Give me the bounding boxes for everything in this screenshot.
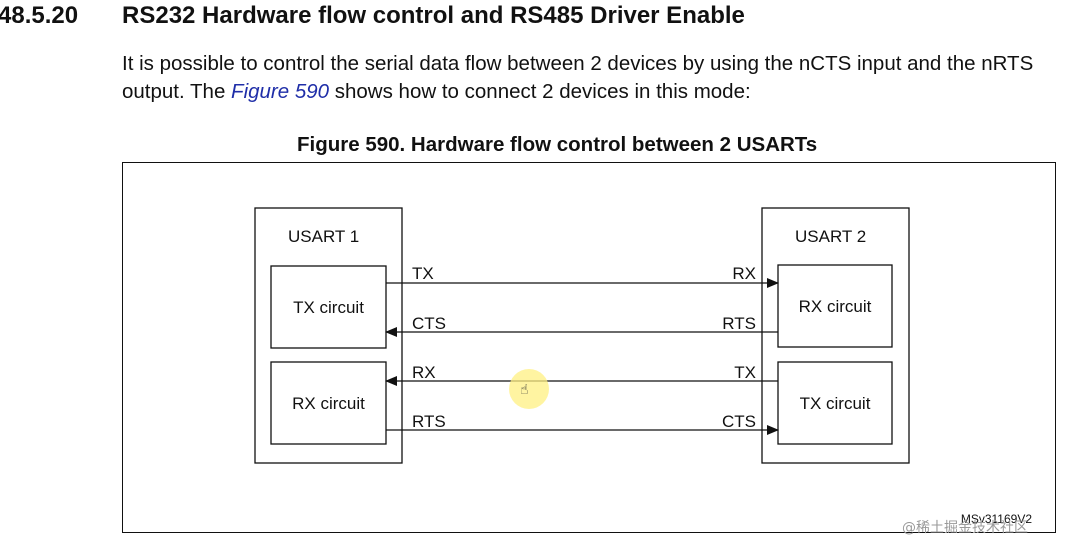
usart2-rx-circuit-box (777, 264, 893, 348)
signal-label-usart1-cts: CTS (412, 314, 446, 333)
paragraph-text-after: shows how to connect 2 devices in this m… (329, 80, 751, 103)
signal-label-usart2-tx: TX (734, 363, 756, 382)
figure-reference-link[interactable]: Figure 590 (231, 80, 330, 103)
usart1-label: USART 1 (288, 227, 359, 246)
usart2-box (761, 207, 910, 464)
figure-frame (122, 162, 1056, 533)
cursor-highlight (509, 369, 549, 409)
usart2-tx-circuit-box (777, 361, 893, 445)
usart2-tx-circuit-label: TX circuit (800, 394, 871, 413)
section-title: RS232 Hardware flow control and RS485 Dr… (122, 2, 745, 29)
usart1-tx-circuit-label: TX circuit (293, 298, 364, 317)
usart1-rx-circuit-box (270, 361, 387, 445)
signal-label-usart2-rts: RTS (722, 314, 756, 333)
usart1-rx-circuit-label: RX circuit (292, 394, 365, 413)
figure-caption: Figure 590. Hardware flow control betwee… (297, 133, 818, 156)
paragraph-text-before: It is possible to control the serial dat… (122, 52, 1034, 103)
figure-id: MSv31169V2 (961, 512, 1032, 526)
body-paragraph: It is possible to control the serial dat… (122, 50, 1072, 106)
signal-label-usart1-rts: RTS (412, 412, 446, 431)
usart1-tx-circuit-box (270, 265, 387, 349)
usart1-box (254, 207, 403, 464)
usart2-label: USART 2 (795, 227, 866, 246)
usart2-rx-circuit-label: RX circuit (799, 297, 872, 316)
signal-label-usart2-rx: RX (732, 264, 756, 283)
watermark: @稀土掘金技术社区 (902, 520, 1028, 536)
section-number: 48.5.20 (0, 2, 79, 29)
signal-label-usart1-tx: TX (412, 264, 434, 283)
signal-label-usart2-cts: CTS (722, 412, 756, 431)
signal-label-usart1-rx: RX (412, 363, 436, 382)
hand-pointer-icon: ☝ (520, 382, 529, 398)
